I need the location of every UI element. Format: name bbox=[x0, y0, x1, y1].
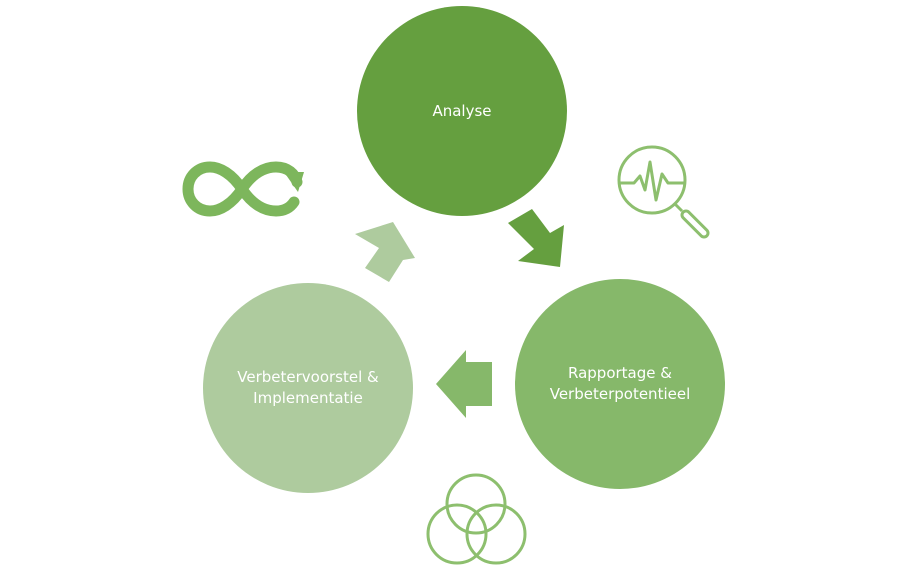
verbeter-circle: Verbetervoorstel & Implementatie bbox=[203, 283, 413, 493]
overlapping-circles-icon bbox=[426, 473, 527, 565]
rapportage-circle: Rapportage & Verbeterpotentieel bbox=[515, 279, 725, 489]
rapportage-label-line-2: Verbeterpotentieel bbox=[549, 385, 691, 403]
rapportage-label-line-1: Rapportage & bbox=[568, 364, 672, 382]
infinity-loop-icon bbox=[182, 161, 304, 217]
analyse-circle: Analyse bbox=[357, 6, 567, 216]
arrow-analyse-to-rapportage bbox=[508, 209, 564, 267]
arrow-verbeter-to-analyse bbox=[355, 222, 415, 282]
analyse-label: Analyse bbox=[432, 101, 492, 120]
magnifier-pulse-icon bbox=[617, 145, 710, 239]
verbeter-label-line-1: Verbetervoorstel & bbox=[237, 368, 379, 386]
verbeter-label-line-2: Implementatie bbox=[253, 389, 363, 407]
arrow-rapportage-to-verbeter bbox=[436, 350, 492, 418]
